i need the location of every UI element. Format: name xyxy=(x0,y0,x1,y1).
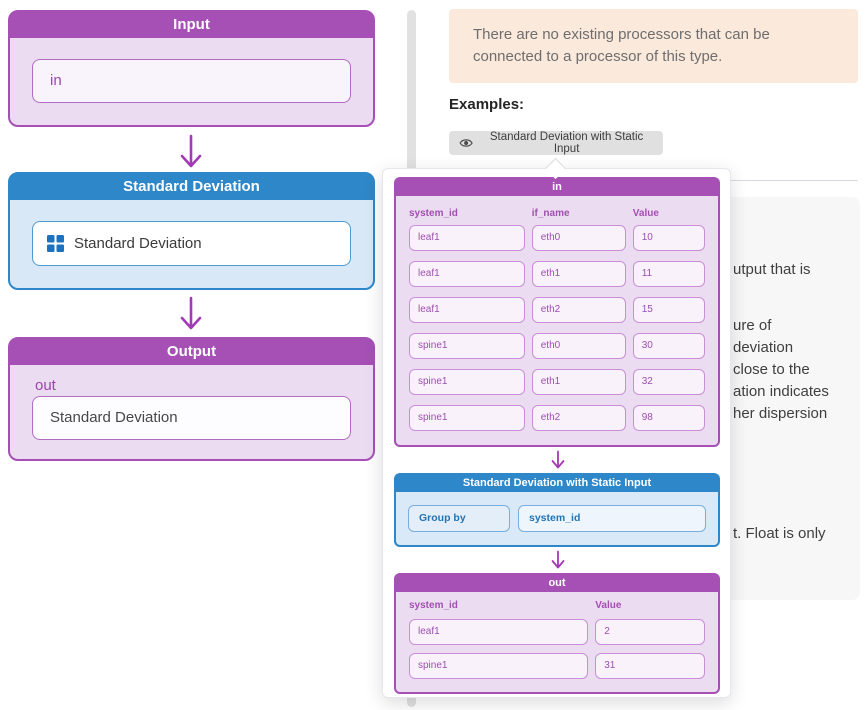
cell-if-name: eth1 xyxy=(531,261,626,287)
cell-value: 31 xyxy=(595,653,705,679)
no-processors-warning: There are no existing processors that ca… xyxy=(449,9,858,83)
description-text-fragment: utput that is xyxy=(733,261,811,278)
example-in-table: in system_id if_name Value leaf1 eth0 10 l… xyxy=(394,177,720,447)
flow-arrow-icon xyxy=(180,296,202,330)
examples-heading: Examples: xyxy=(449,96,525,113)
example-button-label: Standard Deviation with Static Input xyxy=(489,131,644,155)
column-header: Value xyxy=(595,600,622,611)
example-out-table: out system_id Value leaf1 2 spine1 31 xyxy=(394,573,720,694)
column-header: if_name xyxy=(531,208,570,219)
cell-system-id: spine1 xyxy=(409,653,589,679)
output-port-field[interactable]: Standard Deviation xyxy=(32,396,351,440)
description-text-fragment: ation indicates xyxy=(733,383,829,400)
description-text-fragment: ure of xyxy=(733,317,772,334)
cell-value: 30 xyxy=(632,333,705,359)
grid-icon xyxy=(47,235,64,252)
flow-arrow-icon xyxy=(551,550,565,569)
flow-arrow-icon xyxy=(551,450,565,469)
in-table-title: in xyxy=(396,179,718,196)
example-processor-title: Standard Deviation with Static Input xyxy=(396,475,718,492)
description-text-fragment: close to the xyxy=(733,361,810,378)
column-header: system_id xyxy=(409,208,458,219)
example-standard-deviation-button[interactable]: Standard Deviation with Static Input xyxy=(449,131,663,155)
in-table-rows: leaf1 eth0 10 leaf1 eth1 11 leaf1 eth2 1… xyxy=(396,225,718,431)
processor-type-field[interactable]: Standard Deviation xyxy=(32,221,351,266)
flow-arrow-icon xyxy=(180,134,202,168)
processor-node: Standard Deviation Standard Deviation xyxy=(8,172,375,290)
cell-system-id: leaf1 xyxy=(409,261,525,287)
table-row: leaf1 eth0 10 xyxy=(396,225,718,251)
eye-icon xyxy=(459,139,473,147)
out-table-title: out xyxy=(396,575,718,592)
processor-node-title: Standard Deviation xyxy=(10,174,373,200)
cell-value: 98 xyxy=(632,405,705,431)
table-row: spine1 eth1 32 xyxy=(396,369,718,395)
cell-if-name: eth0 xyxy=(531,225,626,251)
cell-value: 2 xyxy=(595,619,705,645)
table-row: spine1 eth0 30 xyxy=(396,333,718,359)
table-row: leaf1 eth1 11 xyxy=(396,261,718,287)
cell-system-id: spine1 xyxy=(409,405,525,431)
processor-type-label: Standard Deviation xyxy=(74,235,202,252)
description-text-fragment: her dispersion xyxy=(733,405,828,422)
cell-value: 10 xyxy=(632,225,705,251)
cell-system-id: leaf1 xyxy=(409,297,525,323)
output-node: Output out Standard Deviation xyxy=(8,337,375,461)
cell-system-id: leaf1 xyxy=(409,225,525,251)
column-header: Value xyxy=(632,208,659,219)
table-row: leaf1 eth2 15 xyxy=(396,297,718,323)
column-header: system_id xyxy=(409,600,458,611)
warning-text-line: There are no existing processors that ca… xyxy=(473,26,770,43)
cell-system-id: spine1 xyxy=(409,333,525,359)
cell-if-name: eth2 xyxy=(531,405,626,431)
out-table-rows: leaf1 2 spine1 31 xyxy=(396,619,718,679)
output-node-title: Output xyxy=(10,339,373,365)
group-by-value-field: system_id xyxy=(518,505,706,532)
cell-if-name: eth1 xyxy=(531,369,626,395)
cell-value: 11 xyxy=(632,261,705,287)
in-table-column-headers: system_id if_name Value xyxy=(396,208,718,219)
input-node-title: Input xyxy=(10,12,373,38)
table-row: spine1 eth2 98 xyxy=(396,405,718,431)
out-table-column-headers: system_id Value xyxy=(396,600,718,611)
cell-system-id: spine1 xyxy=(409,369,525,395)
cell-if-name: eth2 xyxy=(531,297,626,323)
group-by-label-field: Group by xyxy=(408,505,510,532)
output-port-label: out xyxy=(35,377,56,394)
input-node: Input in xyxy=(8,10,375,127)
table-row: spine1 31 xyxy=(396,653,718,679)
table-row: leaf1 2 xyxy=(396,619,718,645)
cell-if-name: eth0 xyxy=(531,333,626,359)
cell-system-id: leaf1 xyxy=(409,619,589,645)
description-text-fragment: t. Float is only xyxy=(733,525,826,542)
cell-value: 32 xyxy=(632,369,705,395)
example-processor-node: Standard Deviation with Static Input Gro… xyxy=(394,473,720,547)
warning-text-line: connected to a processor of this type. xyxy=(473,48,723,65)
cell-value: 15 xyxy=(632,297,705,323)
input-port-field[interactable]: in xyxy=(32,59,351,103)
description-text-fragment: deviation xyxy=(733,339,794,356)
